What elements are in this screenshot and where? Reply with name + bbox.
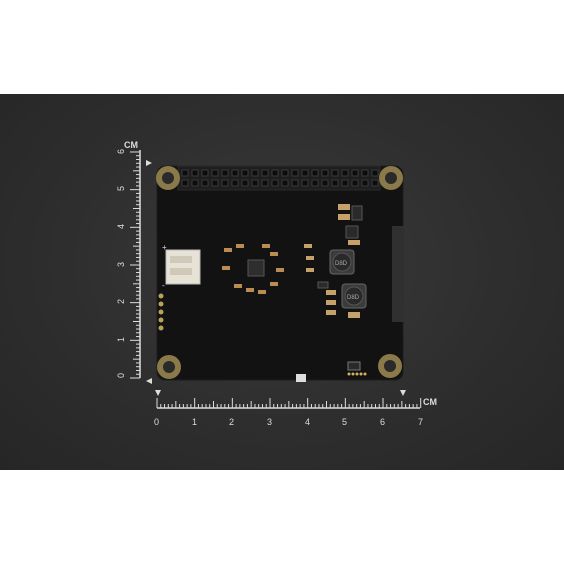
horizontal-tick-label: 2 bbox=[229, 417, 234, 427]
bottom-components bbox=[296, 361, 367, 382]
gpio-pin bbox=[181, 179, 189, 187]
edge-pads bbox=[158, 293, 164, 331]
gpio-pin bbox=[221, 179, 229, 187]
gpio-pin bbox=[321, 179, 329, 187]
board-notch bbox=[392, 226, 404, 322]
inductor-bottom-label: D8D bbox=[347, 295, 360, 301]
mounting-hole bbox=[156, 166, 180, 190]
vertical-tick-label: 5 bbox=[116, 186, 126, 191]
gpio-pin bbox=[311, 169, 319, 177]
gpio-pin bbox=[331, 169, 339, 177]
jst-connector bbox=[165, 249, 201, 285]
connector-plus-mark: + bbox=[162, 243, 167, 252]
gpio-pins bbox=[181, 169, 379, 187]
gpio-pin bbox=[271, 169, 279, 177]
horizontal-ruler-labels: 0 1 2 3 4 5 6 7 bbox=[154, 417, 423, 427]
gpio-pin bbox=[321, 169, 329, 177]
power-components bbox=[304, 204, 363, 318]
gpio-pin bbox=[241, 169, 249, 177]
gpio-pin bbox=[261, 169, 269, 177]
vertical-ruler-unit: CM bbox=[124, 140, 138, 150]
horizontal-tick-label: 0 bbox=[154, 417, 159, 427]
gpio-pin bbox=[301, 179, 309, 187]
gpio-pin bbox=[351, 179, 359, 187]
gpio-pin bbox=[351, 169, 359, 177]
gpio-pin bbox=[201, 179, 209, 187]
gpio-pin bbox=[251, 169, 259, 177]
inductor-top-label: D8D bbox=[335, 261, 348, 267]
gpio-pin bbox=[221, 169, 229, 177]
gpio-pin bbox=[251, 179, 259, 187]
horizontal-tick-label: 4 bbox=[305, 417, 310, 427]
gpio-pin bbox=[301, 169, 309, 177]
gpio-pin bbox=[231, 179, 239, 187]
vertical-tick-label: 4 bbox=[116, 224, 126, 229]
gpio-pin bbox=[241, 179, 249, 187]
inductor-top: D8D bbox=[329, 249, 355, 275]
mounting-hole bbox=[379, 166, 403, 190]
mounting-hole bbox=[378, 354, 402, 378]
vertical-ruler-labels: 0 1 2 3 4 5 6 bbox=[116, 149, 126, 378]
gpio-pin bbox=[191, 179, 199, 187]
horizontal-ruler bbox=[155, 390, 422, 409]
gpio-pin bbox=[341, 179, 349, 187]
gpio-pin bbox=[291, 169, 299, 177]
gpio-pin bbox=[231, 169, 239, 177]
gpio-pin bbox=[191, 169, 199, 177]
inductor-bottom: D8D bbox=[341, 283, 367, 309]
vertical-tick-label: 1 bbox=[116, 337, 126, 342]
mounting-hole bbox=[157, 355, 181, 379]
horizontal-tick-label: 6 bbox=[380, 417, 385, 427]
horizontal-tick-label: 7 bbox=[418, 417, 423, 427]
gpio-pin bbox=[371, 179, 379, 187]
horizontal-ruler-unit: CM bbox=[423, 397, 437, 407]
gpio-pin bbox=[361, 179, 369, 187]
gpio-pin bbox=[271, 179, 279, 187]
vertical-ruler bbox=[130, 150, 152, 384]
gpio-pin bbox=[341, 169, 349, 177]
horizontal-tick-label: 3 bbox=[267, 417, 272, 427]
gpio-pin bbox=[261, 179, 269, 187]
gpio-pin bbox=[181, 169, 189, 177]
gpio-pin bbox=[281, 179, 289, 187]
central-chip bbox=[222, 244, 284, 294]
gpio-pin bbox=[331, 179, 339, 187]
vertical-tick-label: 6 bbox=[116, 149, 126, 154]
gpio-pin bbox=[291, 179, 299, 187]
horizontal-tick-label: 1 bbox=[192, 417, 197, 427]
gpio-pin bbox=[211, 169, 219, 177]
gpio-pin bbox=[281, 169, 289, 177]
horizontal-tick-label: 5 bbox=[342, 417, 347, 427]
gpio-pin bbox=[211, 179, 219, 187]
vertical-tick-label: 2 bbox=[116, 299, 126, 304]
gpio-pin bbox=[371, 169, 379, 177]
vertical-tick-label: 0 bbox=[116, 373, 126, 378]
gpio-pin bbox=[361, 169, 369, 177]
vertical-tick-label: 3 bbox=[116, 262, 126, 267]
gpio-pin bbox=[201, 169, 209, 177]
gpio-pin bbox=[311, 179, 319, 187]
connector-minus-mark: - bbox=[162, 281, 165, 290]
